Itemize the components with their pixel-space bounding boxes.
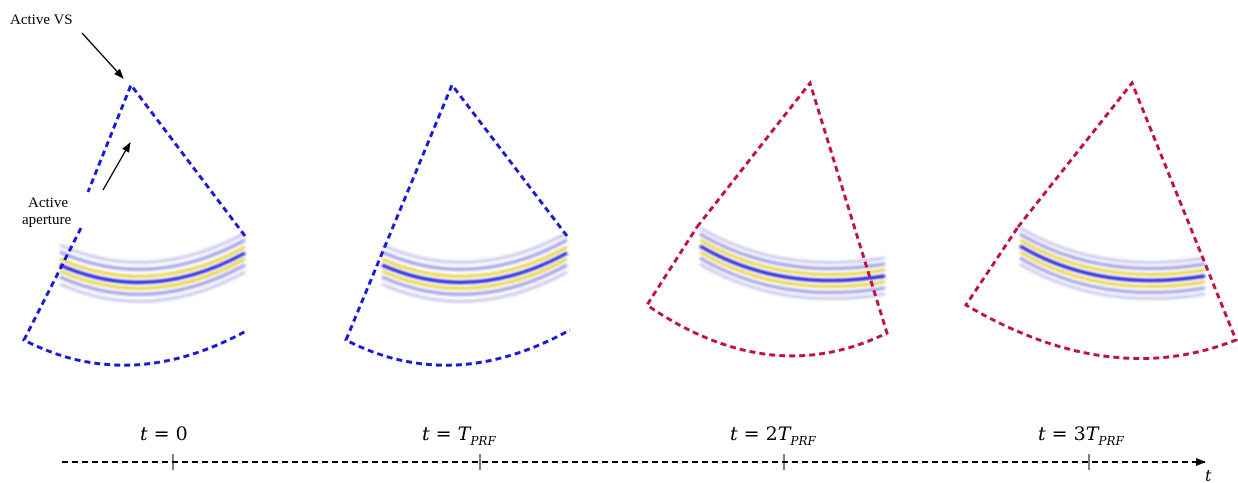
wavefront-2 [381,231,568,303]
active-aperture-arrow [102,142,131,191]
sector-outline-1 [21,81,249,367]
wavefront-4 [1019,226,1206,300]
frame-2 [344,82,571,367]
frame-4 [963,80,1238,360]
sector-outline-3 [644,79,889,358]
active-vs-arrow [81,32,124,79]
wavefront-1 [59,231,246,303]
active-aperture-label-line1: Active [28,195,68,211]
sector-outline-4 [963,80,1238,360]
active-vs-label: Active VS [10,12,73,28]
time-axis-label: t [1205,466,1212,483]
time-label-1: t = 0 [140,423,188,445]
frame-1 [21,81,249,367]
wavefront-3 [699,226,886,300]
time-label-4: t = 3TPRF [1038,423,1125,448]
active-aperture-label-line2: aperture [22,212,71,228]
time-label-3: t = 2TPRF [730,423,817,448]
frame-3 [644,79,889,358]
sector-outline-2 [344,82,571,367]
time-label-2: t = TPRF [422,423,496,448]
